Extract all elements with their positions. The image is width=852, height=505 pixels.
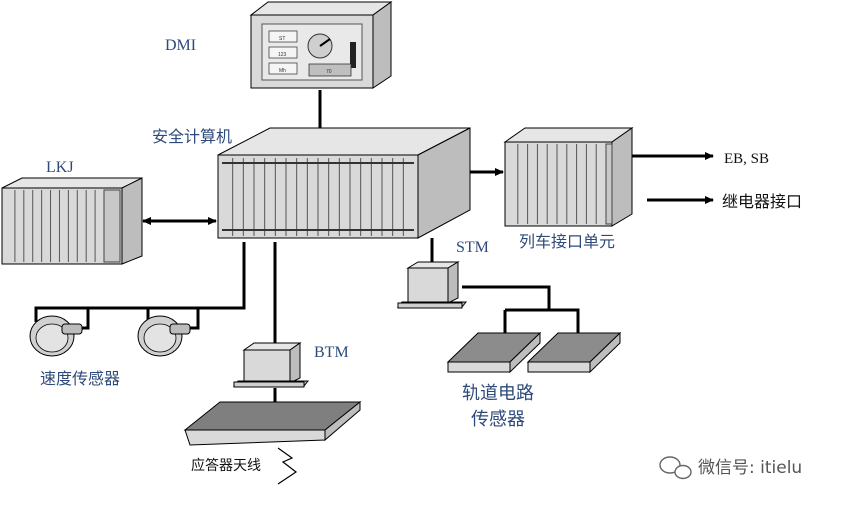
dmi-box1-text: ST [279,36,285,42]
label-eb-sb: EB, SB [724,151,769,167]
label-dmi: DMI [165,37,196,54]
watermark-text: 微信号: itielu [698,458,802,478]
speed-sensor-2 [137,315,191,357]
speed-sensor-1 [29,315,83,357]
track-sensor-2 [526,331,622,374]
line-computer-to-speed-sensor-1 [34,242,246,322]
label-safety-computer: 安全计算机 [152,127,232,146]
tiu-rack-slots [517,143,613,225]
label-relay-interface: 继电器接口 [722,193,802,211]
signal-lightning-icon [277,447,298,485]
transponder-antenna [183,400,362,485]
dmi-box3-text: Mh [279,68,286,74]
connection-lines [34,90,714,410]
dmi-bar-indicator [350,42,356,68]
label-transponder-antenna: 应答器天线 [191,457,261,474]
track-circuit-sensors [446,331,622,374]
label-stm: STM [456,239,489,256]
label-train-interface-unit: 列车接口单元 [519,233,615,251]
watermark: 微信号: itielu [659,456,802,480]
label-track-circuit-line1: 轨道电路 [462,383,534,403]
rack-side-panel [605,143,613,225]
computer-rack-slots [232,158,404,236]
lkj-rack [1,177,143,265]
dmi-unit: ST 123 Mh 70 [249,1,393,89]
line-stm-branch [462,285,551,310]
dmi-box2-text: 123 [278,52,287,58]
btm-unit [232,342,310,388]
dmi-bottom-text: 70 [326,69,332,75]
label-track-circuit-line2: 传感器 [471,409,525,429]
label-lkj: LKJ [46,159,74,176]
train-interface-unit-rack [503,127,634,227]
label-btm: BTM [314,344,349,361]
lkj-rack-slots [14,189,121,263]
label-speed-sensor: 速度传感器 [40,370,120,388]
wechat-icon [659,456,692,480]
rack-side-panel [103,189,121,263]
line-to-track-sensor-2 [505,308,580,333]
safety-computer-rack [217,127,471,239]
stm-unit [396,261,468,309]
track-sensor-1 [446,331,542,374]
